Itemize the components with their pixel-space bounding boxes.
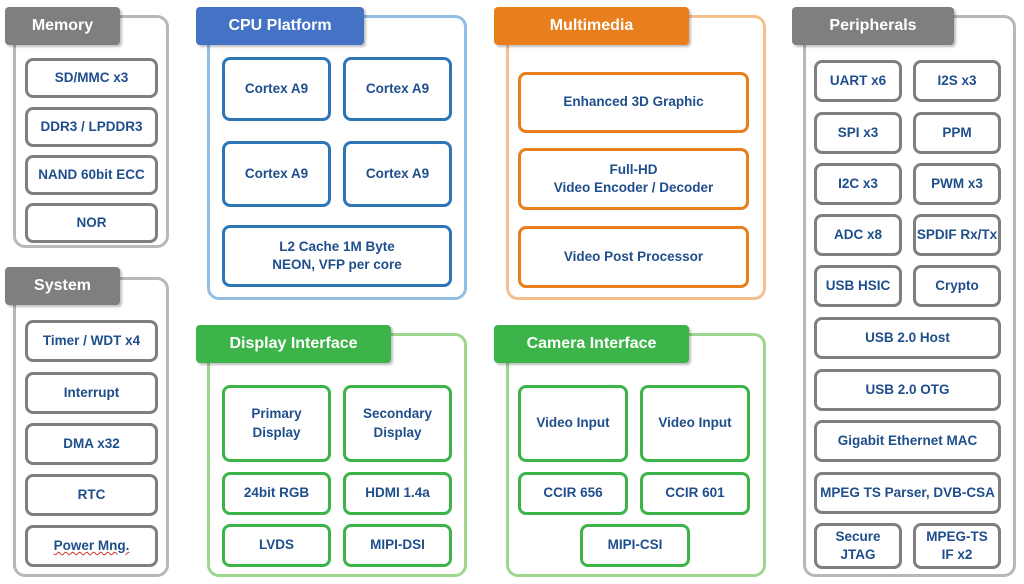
system-rtc: RTC [25,474,158,516]
system-title: System [5,267,120,305]
peripheral-usb-otg: USB 2.0 OTG [814,369,1001,411]
multimedia-title: Multimedia [494,7,689,45]
system-timer: Timer / WDT x4 [25,320,158,362]
system-power: Power Mng. [25,525,158,567]
peripheral-i2c: I2C x3 [814,163,902,205]
camera-ccir-656: CCIR 656 [518,472,628,515]
peripheral-secure-jtag: Secure JTAG [814,523,902,569]
display-mipi-dsi: MIPI-DSI [343,524,452,567]
cpu-l2-cache: L2 Cache 1M Byte NEON, VFP per core [222,225,452,287]
display-hdmi: HDMI 1.4a [343,472,452,515]
camera-video-input-2: Video Input [640,385,750,462]
peripheral-spi: SPI x3 [814,112,902,154]
system-dma: DMA x32 [25,423,158,465]
peripheral-i2s: I2S x3 [913,60,1001,102]
peripherals-title: Peripherals [792,7,954,45]
memory-title: Memory [5,7,120,45]
camera-title: Camera Interface [494,325,689,363]
display-secondary: Secondary Display [343,385,452,462]
camera-mipi-csi: MIPI-CSI [580,524,690,567]
peripheral-mpeg-ts-parser: MPEG TS Parser, DVB-CSA [814,472,1001,514]
multimedia-video-codec: Full-HD Video Encoder / Decoder [518,148,749,210]
memory-nand: NAND 60bit ECC [25,155,158,195]
system-interrupt: Interrupt [25,372,158,414]
cpu-core-2: Cortex A9 [343,57,452,121]
cpu-title: CPU Platform [196,7,364,45]
display-24bit-rgb: 24bit RGB [222,472,331,515]
multimedia-3d-graphic: Enhanced 3D Graphic [518,72,749,133]
peripheral-ppm: PPM [913,112,1001,154]
display-primary: Primary Display [222,385,331,462]
multimedia-post-processor: Video Post Processor [518,226,749,288]
memory-ddr3: DDR3 / LPDDR3 [25,107,158,147]
memory-nor: NOR [25,203,158,243]
peripheral-mpeg-ts-if: MPEG-TS IF x2 [913,523,1001,569]
system-power-label: Power Mng. [53,537,130,553]
peripheral-spdif: SPDIF Rx/Tx [913,214,1001,256]
camera-ccir-601: CCIR 601 [640,472,750,515]
peripheral-usb-host: USB 2.0 Host [814,317,1001,359]
cpu-core-3: Cortex A9 [222,141,331,207]
memory-sd-mmc: SD/MMC x3 [25,58,158,98]
peripheral-ethernet: Gigabit Ethernet MAC [814,420,1001,462]
display-title: Display Interface [196,325,391,363]
peripheral-uart: UART x6 [814,60,902,102]
cpu-core-1: Cortex A9 [222,57,331,121]
camera-video-input-1: Video Input [518,385,628,462]
peripheral-pwm: PWM x3 [913,163,1001,205]
peripheral-usb-hsic: USB HSIC [814,265,902,307]
peripheral-crypto: Crypto [913,265,1001,307]
display-lvds: LVDS [222,524,331,567]
peripheral-adc: ADC x8 [814,214,902,256]
cpu-core-4: Cortex A9 [343,141,452,207]
